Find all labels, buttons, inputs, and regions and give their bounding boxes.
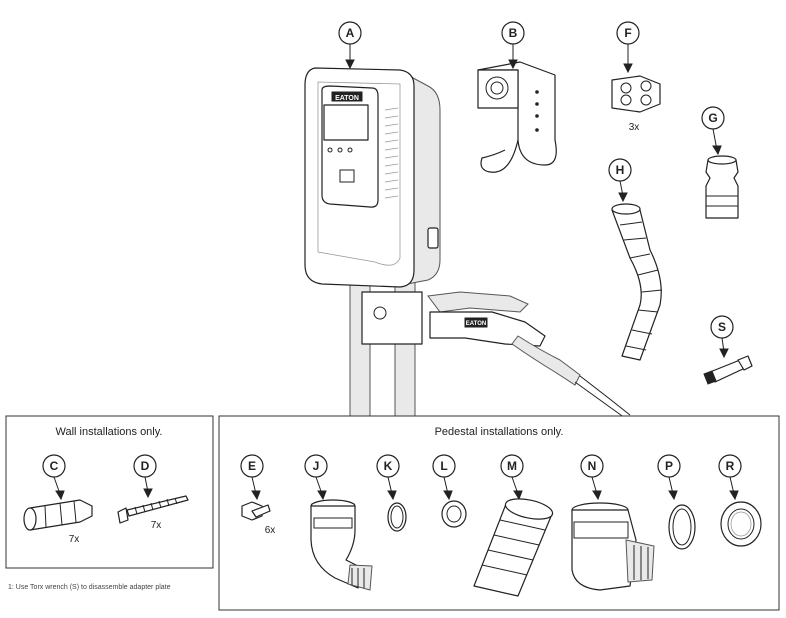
hex-bolt	[241, 501, 271, 521]
callout-K: K	[376, 454, 400, 501]
callout-M: M	[500, 454, 524, 501]
svg-text:A: A	[346, 26, 355, 40]
svg-text:P: P	[665, 459, 673, 473]
quantity-C: 7x	[69, 534, 80, 545]
conduit-sleeve	[473, 498, 554, 597]
svg-text:L: L	[440, 459, 447, 473]
svg-text:H: H	[616, 163, 625, 177]
callout-C: C	[42, 454, 66, 501]
front-panel	[321, 85, 379, 208]
wall-box-title: Wall installations only.	[56, 426, 163, 438]
connector-label: EATON	[466, 321, 486, 327]
charging-connector	[429, 311, 546, 347]
o-ring-small	[387, 502, 407, 532]
callout-F: F	[616, 21, 640, 74]
o-ring-large	[668, 504, 696, 550]
lock-nut-small	[441, 500, 467, 528]
display-screen	[323, 104, 369, 141]
quantity-D: 7x	[151, 520, 162, 531]
callout-R: R	[718, 454, 742, 501]
wall-installations-box: Wall installations only. C 7x D	[5, 415, 214, 569]
callout-H: H	[608, 158, 632, 203]
cable-gland	[611, 75, 661, 113]
svg-text:G: G	[708, 111, 717, 125]
callout-J: J	[304, 454, 328, 501]
adapter-plate	[361, 291, 423, 345]
quantity-E: 6x	[265, 525, 276, 536]
quantity-F: 3x	[629, 122, 640, 133]
svg-text:C: C	[50, 459, 59, 473]
callout-G: G	[701, 106, 725, 156]
callout-E: E	[240, 454, 264, 501]
footnote: 1: Use Torx wrench (S) to disassemble ad…	[8, 584, 171, 591]
callout-A: A	[338, 21, 362, 70]
callout-D: D	[133, 454, 157, 499]
wall-screw	[117, 495, 189, 524]
rfid-icon	[339, 169, 355, 183]
wall-anchor	[23, 499, 93, 531]
brand-plate	[331, 91, 363, 102]
svg-text:M: M	[507, 459, 517, 473]
callout-B: B	[501, 21, 525, 70]
svg-text:J: J	[313, 459, 320, 473]
elbow-fitting	[310, 499, 373, 591]
svg-text:F: F	[624, 26, 631, 40]
callout-L: L	[432, 454, 456, 501]
svg-text:E: E	[248, 459, 256, 473]
connector-holster	[427, 291, 529, 313]
lock-nut-large	[720, 501, 762, 547]
pedestal-installations-box: Pedestal installations only. E 6x J	[218, 415, 780, 611]
callout-N: N	[580, 454, 604, 501]
callout-P: P	[657, 454, 681, 501]
pedestal-box-title: Pedestal installations only.	[435, 426, 564, 438]
brand-label: EATON	[335, 95, 359, 102]
charger-assembly: EATON EATON	[304, 67, 631, 419]
flexible-conduit	[611, 203, 663, 361]
elbow-fitting-large	[571, 502, 655, 591]
svg-text:N: N	[588, 459, 597, 473]
callout-S: S	[710, 315, 734, 359]
svg-text:B: B	[509, 26, 518, 40]
svg-text:D: D	[141, 459, 150, 473]
svg-text:S: S	[718, 320, 726, 334]
holster-bracket	[477, 61, 557, 173]
svg-text:K: K	[384, 459, 393, 473]
svg-text:R: R	[726, 459, 735, 473]
torx-wrench	[703, 355, 753, 385]
conduit-fitting	[705, 155, 739, 219]
